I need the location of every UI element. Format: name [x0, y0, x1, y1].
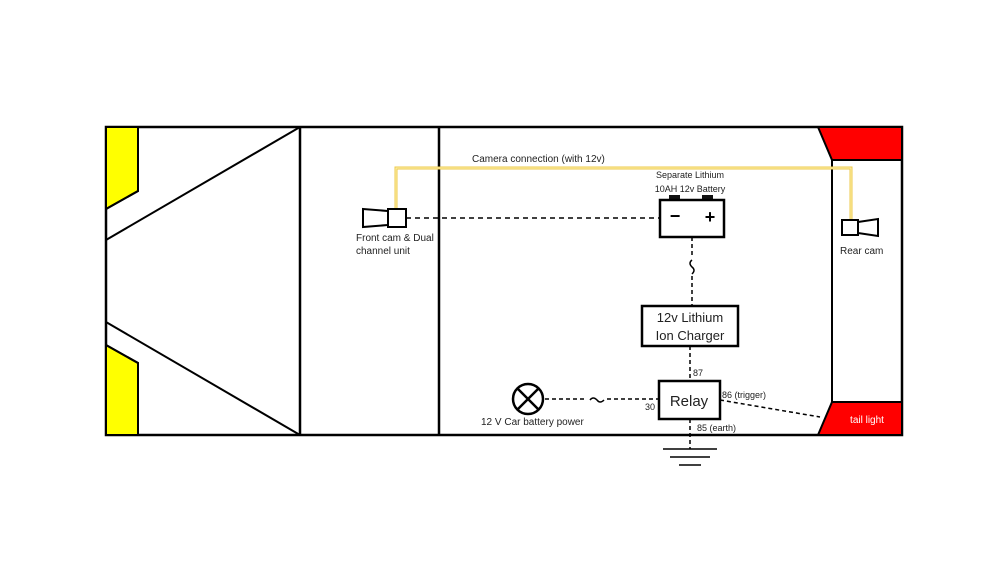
battery-minus-sign: −: [670, 206, 681, 226]
pin-86-label: 86 (trigger): [722, 390, 766, 400]
tail-light-label: tail light: [850, 415, 884, 426]
rear-camera-icon: [841, 217, 879, 238]
battery-label-line1: Separate Lithium: [656, 170, 724, 180]
front-cam-label-line2: channel unit: [356, 246, 410, 257]
relay-label: Relay: [670, 393, 709, 410]
front-camera-icon: [362, 207, 407, 229]
charger-label-line1: 12v Lithium: [657, 310, 723, 325]
battery-plus-sign: +: [705, 207, 716, 227]
camera-connection-label: Camera connection (with 12v): [472, 154, 605, 165]
hood-line-bottom: [105, 344, 139, 435]
camera-connection-wire-core: [395, 167, 852, 220]
relay-trigger-wire: [719, 399, 821, 418]
pin-85-label: 85 (earth): [697, 423, 736, 433]
charger-label-line2: Ion Charger: [656, 328, 725, 343]
front-headlight-top: [105, 126, 139, 211]
battery-icon: [658, 195, 726, 239]
car-battery-label: 12 V Car battery power: [481, 417, 584, 428]
windshield-bottom: [105, 321, 301, 436]
pin-87-label: 87: [693, 368, 703, 378]
rear-light-top: [816, 126, 903, 161]
battery-label-line2: 10AH 12v Battery: [655, 184, 726, 194]
ground-icon: [663, 448, 717, 466]
pin-30-label: 30: [645, 402, 655, 412]
tail-light: [816, 401, 903, 436]
rear-cam-label: Rear cam: [840, 246, 883, 257]
wire-break-mark-horizontal: [589, 397, 605, 403]
front-headlight-bottom: [105, 343, 139, 436]
wire-break-mark-vertical: [689, 259, 695, 275]
car-battery-lamp-icon: [511, 382, 545, 416]
windshield-top: [105, 126, 301, 241]
camera-connection-wire: [394, 166, 853, 220]
hood-line-top: [105, 127, 139, 210]
vehicle-outline: [104, 125, 904, 437]
front-cam-label-line1: Front cam & Dual: [356, 233, 434, 244]
